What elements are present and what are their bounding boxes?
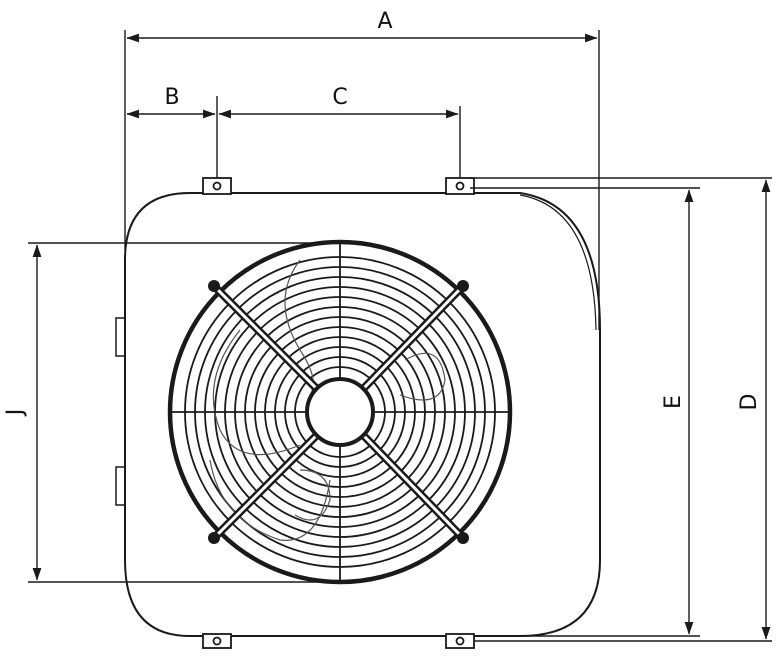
mounting-tab-top-left [202,177,232,195]
dimension-label-j: J [3,409,28,418]
guard-struts-inner [212,284,465,540]
dimension-label-d: D [737,394,762,411]
mounting-tab-bottom-right [445,633,475,649]
fan-guard [167,239,513,585]
dimension-labels: A B C E D J [3,9,762,417]
dimension-label-a: A [377,9,392,34]
mounting-tab-top-right [445,177,475,195]
dimension-label-c: C [332,85,347,110]
dimension-lines [28,30,772,642]
dimension-label-b: B [164,85,179,110]
fan-hub [305,377,375,447]
mounting-tab-bottom-left [202,633,232,649]
guard-bolts [208,280,469,544]
mounting-tabs [202,177,475,649]
dimension-label-e: E [661,395,686,409]
